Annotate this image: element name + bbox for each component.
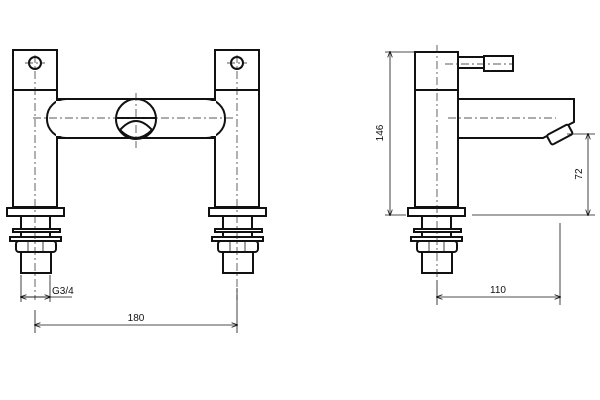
- projection-dimension: 110: [437, 223, 560, 305]
- lever-handle: [457, 55, 514, 72]
- aerator: [546, 123, 574, 146]
- projection-label: 110: [490, 285, 506, 296]
- right-pillar: [208, 49, 267, 274]
- thread-size-label: G3/4: [52, 286, 74, 297]
- left-pillar: [6, 49, 65, 274]
- height-dimension: 146: [375, 52, 414, 215]
- centers-label: 180: [128, 313, 145, 324]
- centers-dimension: 180: [35, 288, 237, 333]
- side-view: 146 72 110: [375, 45, 595, 305]
- height-label: 146: [375, 124, 386, 141]
- spout-height-label: 72: [574, 168, 585, 180]
- spout-height-dimension: 72: [472, 134, 595, 215]
- thread-dimension: G3/4: [21, 275, 74, 302]
- front-view: G3/4 180: [6, 49, 267, 333]
